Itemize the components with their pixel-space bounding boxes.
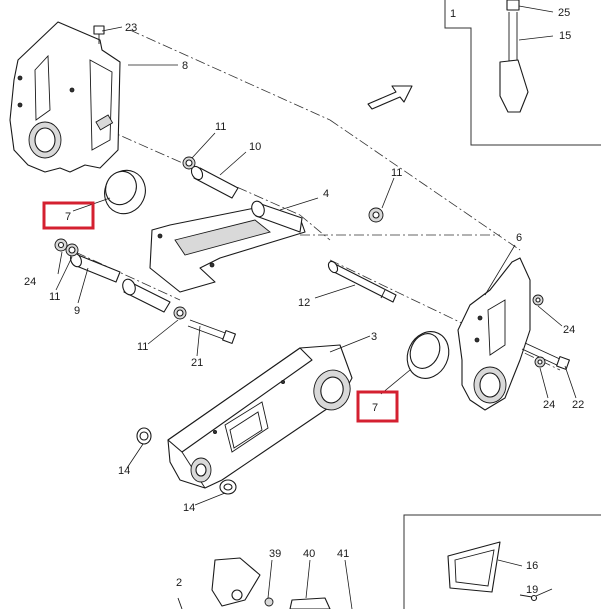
callout-11-mid: 11 xyxy=(137,341,148,353)
callout-10: 10 xyxy=(249,141,261,153)
callout-9: 9 xyxy=(74,305,80,317)
bushing-11-right xyxy=(368,207,384,223)
nut-24-lower-right xyxy=(534,356,546,368)
inset-frame-top xyxy=(444,0,601,146)
bushing-11-upper xyxy=(182,156,196,170)
bracket-plate-left xyxy=(9,21,121,173)
callout-2: 2 xyxy=(176,577,182,589)
highlight-box-upper xyxy=(42,201,95,230)
callout-40: 40 xyxy=(303,548,315,560)
bolt-21 xyxy=(187,319,236,344)
callout-15: 15 xyxy=(559,30,571,42)
highlight-box-lower xyxy=(356,390,399,423)
callout-39: 39 xyxy=(269,548,281,560)
nut-24-left xyxy=(54,238,68,252)
bushing-14-bottom xyxy=(219,479,237,495)
callout-7-upper: 7 xyxy=(65,211,71,223)
callout-8: 8 xyxy=(182,60,188,72)
bushing-ring-7-lower xyxy=(406,331,450,379)
callout-4: 4 xyxy=(323,188,329,200)
callout-12: 12 xyxy=(298,297,310,309)
bushing-11-mid xyxy=(173,306,187,320)
callout-11-left: 11 xyxy=(49,291,60,303)
callout-22: 22 xyxy=(572,399,584,411)
callout-3: 3 xyxy=(371,331,377,343)
callout-1: 1 xyxy=(450,8,456,20)
bushing-11-left xyxy=(65,243,79,257)
callout-6: 6 xyxy=(516,232,522,244)
callout-11-upper: 11 xyxy=(215,121,226,133)
callout-24-lower-right: 24 xyxy=(543,399,555,411)
leader-lines xyxy=(55,5,577,609)
callout-14-left: 14 xyxy=(118,465,130,477)
hook-bolt-15 xyxy=(499,0,529,113)
cover-16 xyxy=(447,541,501,593)
bolt-23 xyxy=(93,25,105,44)
inset-frame-bottom xyxy=(403,514,601,609)
swing-arm-4 xyxy=(122,200,306,313)
callout-16: 16 xyxy=(526,560,538,572)
callout-21: 21 xyxy=(191,357,203,369)
shaft-12 xyxy=(327,260,397,303)
nut-24-upper-right xyxy=(532,294,544,306)
pin-10 xyxy=(190,165,239,199)
callout-19: 19 xyxy=(526,584,538,596)
callout-23: 23 xyxy=(125,22,137,34)
screw-19 xyxy=(519,594,538,602)
callout-14-bottom: 14 xyxy=(183,502,195,514)
bushing-14-left xyxy=(136,427,152,445)
pin-9 xyxy=(70,252,121,283)
callout-7-lower: 7 xyxy=(372,402,378,414)
housing-3 xyxy=(167,344,353,489)
callout-24-upper-right: 24 xyxy=(563,324,575,336)
callout-41: 41 xyxy=(337,548,349,560)
bottom-parts xyxy=(177,557,331,609)
callouts: 1 2 3 4 6 7 7 8 9 10 11 11 11 11 12 14 1… xyxy=(24,7,584,596)
callout-25: 25 xyxy=(558,7,570,19)
direction-arrow-icon xyxy=(367,85,413,110)
bolt-22 xyxy=(521,342,570,370)
callout-11-right: 11 xyxy=(391,167,402,179)
bushing-ring-7-upper xyxy=(104,169,146,215)
bracket-plate-right xyxy=(457,257,531,411)
callout-24-left: 24 xyxy=(24,276,36,288)
